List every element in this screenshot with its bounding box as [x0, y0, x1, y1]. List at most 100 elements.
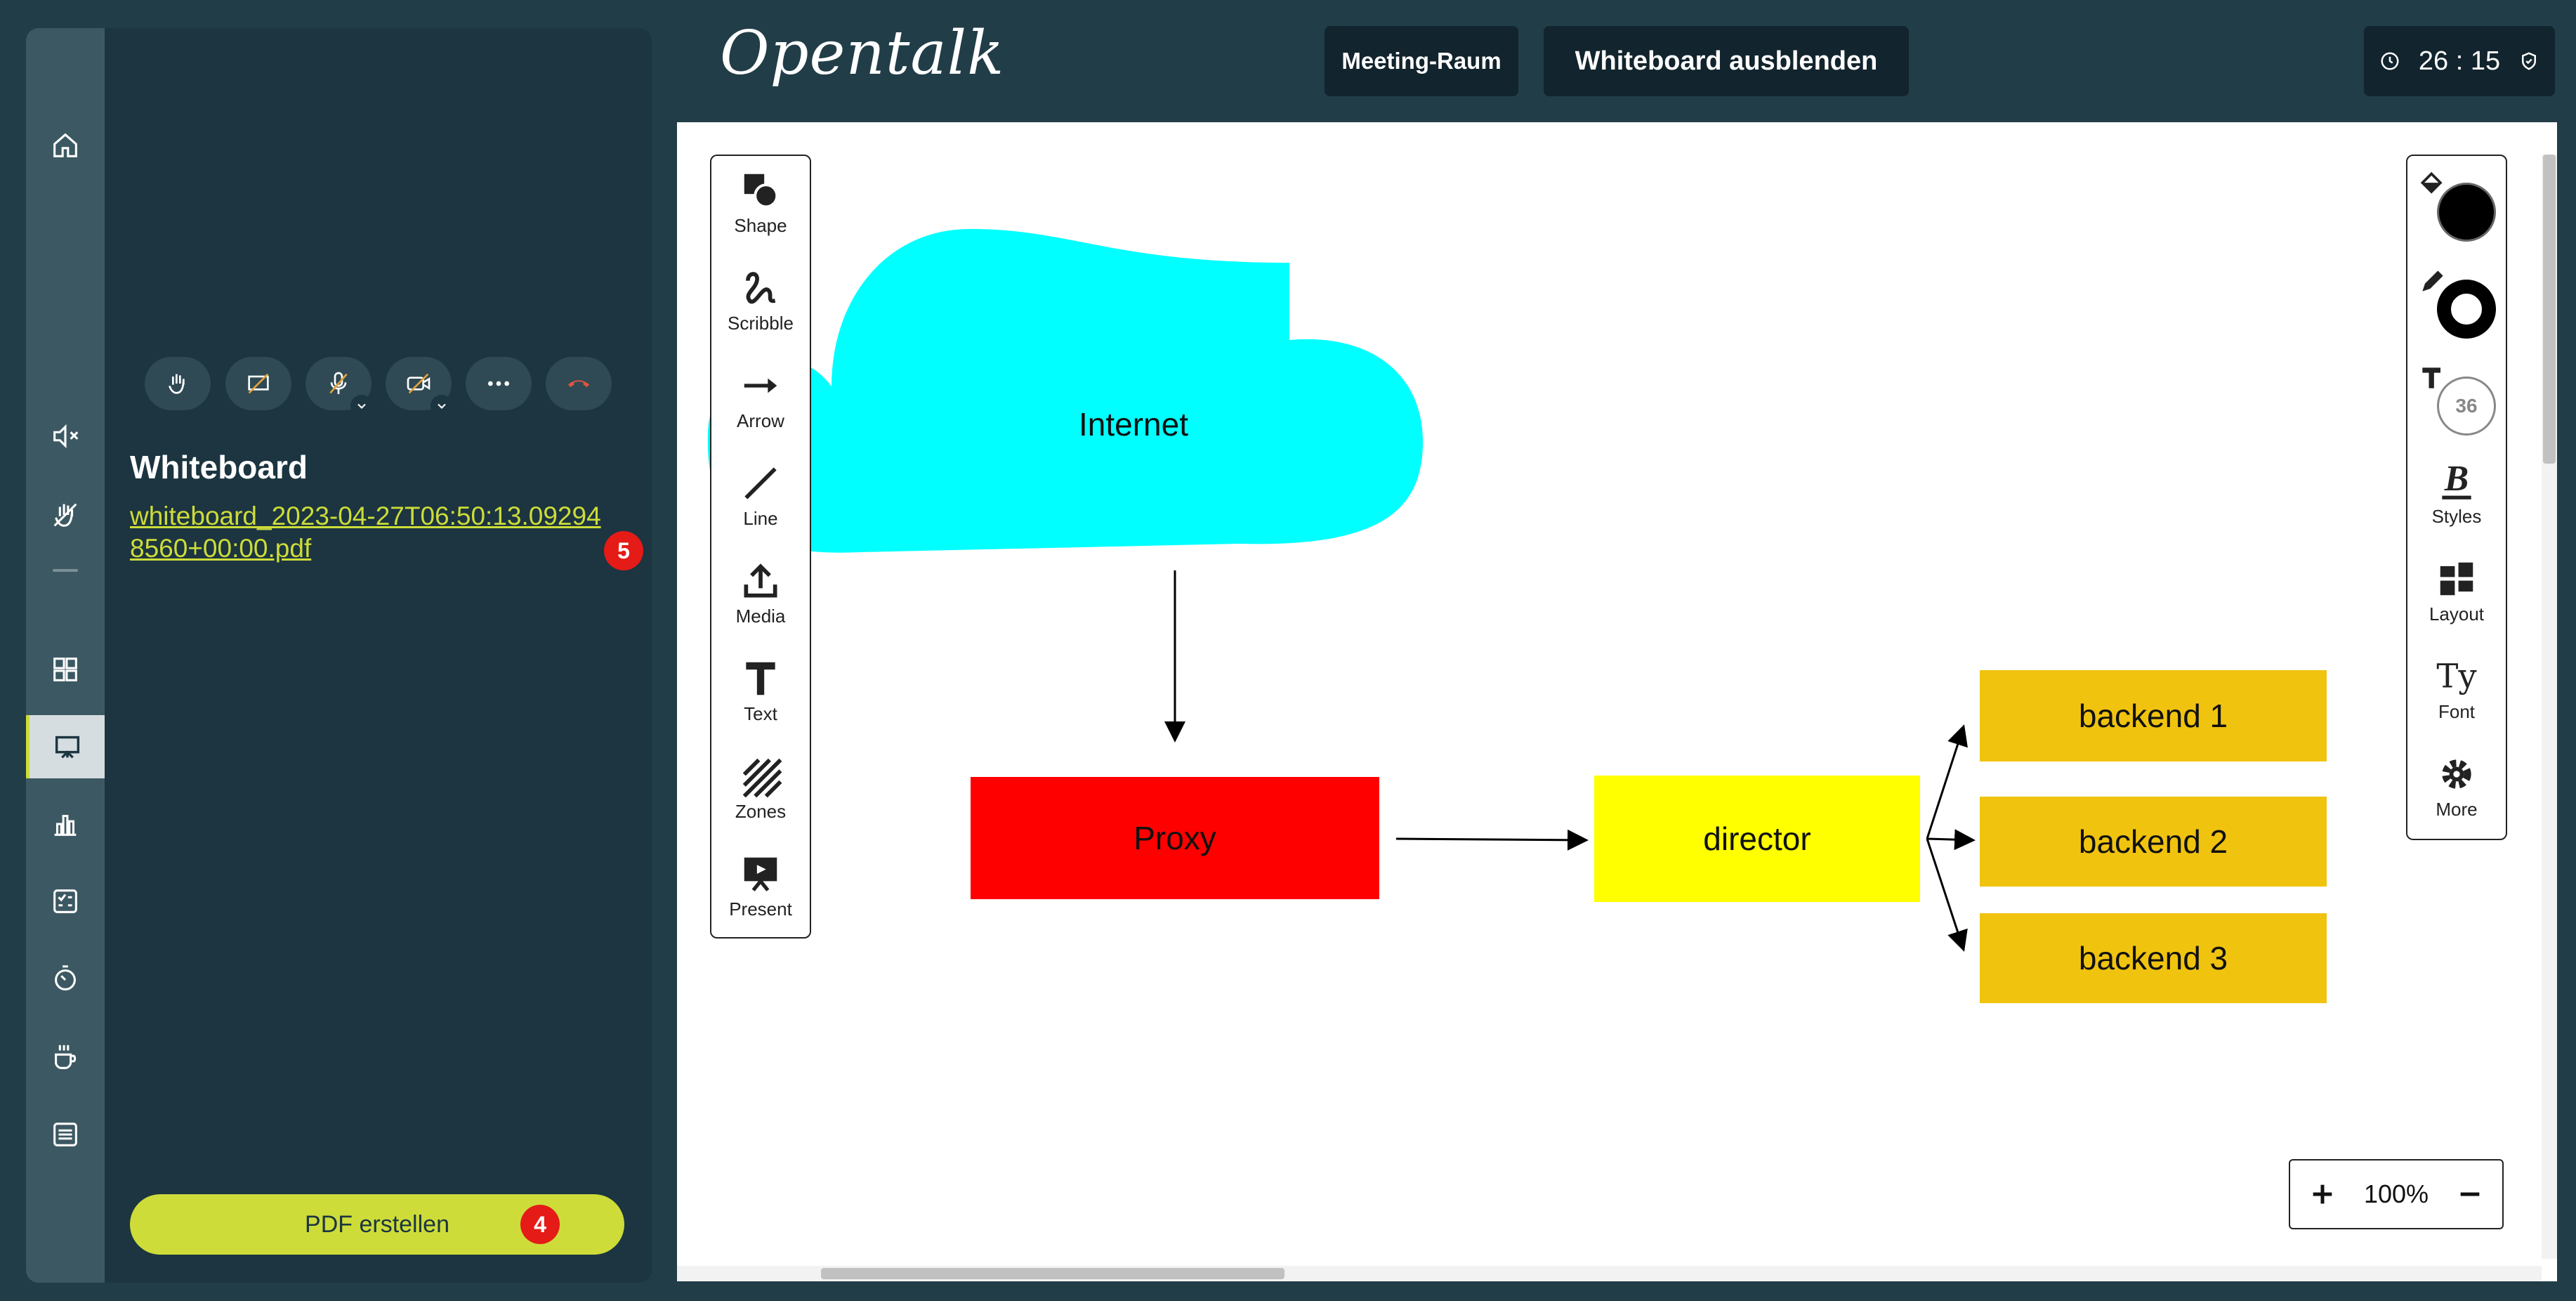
tool-font-label: Font [2438, 701, 2476, 722]
grid-icon[interactable] [26, 638, 105, 701]
whiteboard-title: Whiteboard [130, 449, 308, 485]
arrow-director-backend3[interactable] [1926, 838, 1968, 952]
fill-color-picker[interactable] [2407, 169, 2506, 246]
backend2-box[interactable] [1980, 797, 2327, 887]
tool-zones-label: Zones [735, 801, 787, 822]
camera-button[interactable] [386, 357, 453, 417]
present-icon [744, 857, 777, 891]
director-label: director [1703, 821, 1811, 857]
tool-zones[interactable]: Zones [711, 754, 810, 823]
arrow-director-backend2[interactable] [1926, 829, 1976, 851]
home-icon[interactable] [26, 114, 105, 177]
diagram-layer [707, 228, 2327, 1003]
tool-line-label: Line [743, 508, 778, 529]
camera-options-chevron-icon[interactable] [431, 395, 453, 417]
tool-media-label: Media [735, 606, 786, 627]
microphone-options-chevron-icon[interactable] [350, 395, 373, 417]
internet-cloud[interactable] [707, 228, 1424, 553]
vertical-scroll-thumb[interactable] [2543, 155, 2556, 464]
camera-off-icon [407, 373, 431, 394]
tool-font[interactable]: Ty Font [2407, 655, 2506, 723]
checklist-icon[interactable] [26, 870, 105, 933]
tool-text-label: Text [744, 703, 777, 724]
media-upload-icon [744, 563, 777, 598]
pdf-badge: 4 [520, 1205, 560, 1244]
whiteboard-icon[interactable] [26, 715, 105, 778]
more-options-button[interactable] [466, 357, 532, 410]
tool-media[interactable]: Media [711, 559, 810, 627]
tool-arrow[interactable]: Arrow [711, 364, 810, 432]
raise-hand-button[interactable] [145, 357, 211, 410]
rail-divider [53, 569, 78, 572]
proxy-box[interactable] [971, 777, 1379, 899]
layout-icon [2440, 562, 2473, 596]
shape-icon [744, 174, 779, 209]
meeting-timer: 26 : 15 [2364, 26, 2555, 96]
internet-label: Internet [1079, 406, 1188, 443]
tool-arrow-label: Arrow [737, 410, 784, 431]
line-icon [744, 467, 777, 499]
screenshare-off-icon [248, 373, 269, 394]
opentalk-logo: Opentalk [720, 18, 1005, 89]
hand-off-icon[interactable] [26, 483, 105, 547]
zoom-in-icon[interactable] [2308, 1180, 2337, 1208]
screenshare-button[interactable] [225, 357, 291, 410]
tool-text[interactable]: Text [711, 657, 810, 725]
backend3-box[interactable] [1980, 913, 2327, 1003]
zoom-out-icon[interactable] [2456, 1180, 2484, 1208]
timer-icon[interactable] [26, 947, 105, 1010]
microphone-button[interactable] [305, 357, 373, 417]
notes-icon[interactable] [26, 1103, 105, 1166]
text-icon [746, 662, 775, 695]
file-badge: 5 [604, 531, 643, 570]
more-dots-icon [488, 381, 509, 386]
tool-shape-label: Shape [734, 215, 787, 236]
backend3-label: backend 3 [2078, 940, 2228, 976]
coffee-break-icon[interactable] [26, 1026, 105, 1089]
tool-styles[interactable]: B Styles [2407, 459, 2506, 528]
hand-icon [169, 374, 185, 394]
fill-color-swatch [2437, 183, 2496, 242]
meeting-room-button[interactable]: Meeting-Raum [1325, 26, 1518, 96]
tool-line[interactable]: Line [711, 462, 810, 530]
meeting-room-label: Meeting-Raum [1341, 48, 1501, 74]
tool-shape[interactable]: Shape [711, 169, 810, 237]
tool-styles-label: Styles [2431, 506, 2482, 527]
arrow-director-backend1[interactable] [1926, 724, 1968, 839]
arrow-icon [744, 378, 777, 393]
tool-more[interactable]: More [2407, 752, 2506, 821]
create-pdf-label: PDF erstellen [305, 1210, 449, 1238]
stroke-color-picker[interactable] [2407, 266, 2506, 343]
font-size-value: 36 [2437, 377, 2496, 436]
tool-palette: Shape Scribble Arrow Line Media Text Zon… [710, 155, 811, 939]
whiteboard-canvas[interactable]: Internet Proxy director backend 1 backen… [677, 122, 2557, 1281]
tool-present[interactable]: Present [711, 852, 810, 920]
arrow-proxy-director[interactable] [1395, 829, 1589, 851]
zoom-level: 100% [2363, 1179, 2429, 1208]
paint-bucket-icon [2420, 171, 2443, 194]
tool-layout[interactable]: Layout [2407, 557, 2506, 625]
font-size-picker[interactable]: 36 [2407, 362, 2506, 440]
style-palette: 36 B Styles Layout Ty Font More [2406, 155, 2507, 840]
horizontal-scroll-thumb[interactable] [821, 1268, 1284, 1279]
horizontal-scrollbar[interactable] [677, 1266, 2542, 1281]
stroke-color-swatch [2437, 280, 2496, 339]
backend1-box[interactable] [1980, 670, 2327, 761]
zones-icon [742, 758, 782, 798]
bold-styles-icon: B [2442, 459, 2471, 499]
svg-text:Ty: Ty [2436, 658, 2477, 695]
director-box[interactable] [1594, 776, 1920, 902]
hangup-icon [568, 380, 589, 387]
vertical-scrollbar[interactable] [2542, 155, 2557, 1259]
tool-present-label: Present [729, 898, 792, 920]
microphone-off-icon [329, 372, 348, 394]
pencil-icon [2422, 270, 2443, 292]
poll-chart-icon[interactable] [26, 792, 105, 856]
scribble-icon [746, 272, 776, 304]
speaker-muted-icon[interactable] [26, 405, 105, 468]
whiteboard-pdf-link[interactable]: whiteboard_2023-04-27T06:50:13.092948560… [130, 502, 601, 563]
hangup-button[interactable] [546, 357, 612, 410]
tool-scribble[interactable]: Scribble [711, 266, 810, 334]
backend1-label: backend 1 [2078, 698, 2228, 734]
hide-whiteboard-button[interactable]: Whiteboard ausblenden [1544, 26, 1909, 96]
